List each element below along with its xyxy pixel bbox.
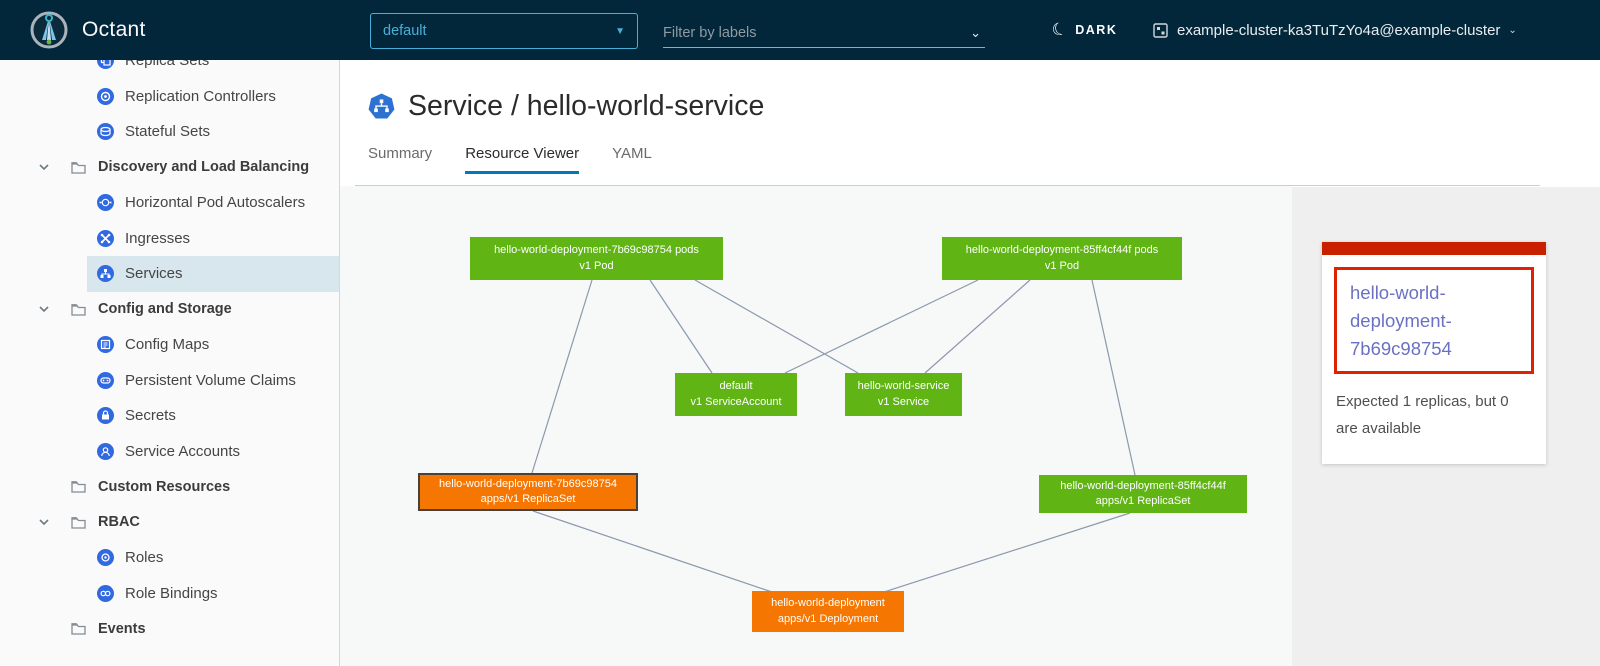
folder-icon [71,516,86,529]
replication-controllers-icon [97,87,114,105]
octant-logo-icon[interactable] [30,11,68,49]
tab-bar: Summary Resource Viewer YAML [368,145,1600,174]
sidebar-group-config-and-storage[interactable]: Config and Storage [0,292,339,328]
status-bar-danger [1322,242,1546,255]
graph-node-service-hello-world[interactable]: hello-world-service v1 Service [845,373,962,416]
cluster-context-selector[interactable]: example-cluster-ka3TuTzYo4a@example-clus… [1152,0,1517,60]
sidebar-item-services[interactable]: Services [87,256,339,292]
folder-icon [71,303,86,316]
folder-icon [71,161,86,174]
sidebar-item-stateful-sets[interactable]: Stateful Sets [87,114,339,150]
role-bindings-icon [97,584,114,602]
label-filter: ⌄ [663,18,985,48]
service-kind-icon [368,93,395,119]
tab-yaml[interactable]: YAML [612,145,652,162]
stateful-sets-icon [97,123,114,141]
resource-graph[interactable]: hello-world-deployment-7b69c98754 pods v… [340,186,1292,666]
sidebar-nav: Replica Sets Replication Controllers Sta… [0,60,340,666]
sidebar-item-service-accounts[interactable]: Service Accounts [87,434,339,470]
sidebar-group-rbac[interactable]: RBAC [0,505,339,541]
status-card: hello-world-deployment-7b69c98754 Expect… [1322,242,1546,465]
graph-node-serviceaccount-default[interactable]: default v1 ServiceAccount [675,373,797,416]
chevron-down-icon[interactable]: ⌄ [970,24,981,40]
chevron-down-icon[interactable] [36,159,52,175]
persistent-volume-claims-icon [97,371,114,389]
sidebar-group-custom-resources[interactable]: Custom Resources [0,469,339,505]
tab-summary[interactable]: Summary [368,145,433,162]
sidebar-item-persistent-volume-claims[interactable]: Persistent Volume Claims [87,363,339,399]
sidebar-item-roles[interactable]: Roles [87,540,339,576]
tab-divider [355,185,1540,186]
services-icon [97,265,114,283]
theme-toggle-button[interactable]: ☾ DARK [1049,0,1118,60]
replica-sets-icon [97,60,114,70]
service-accounts-icon [97,442,114,460]
ingresses-icon [97,229,114,247]
namespace-dropdown-value: default [383,23,427,39]
theme-toggle-label: DARK [1075,23,1118,37]
detail-panel: hello-world-deployment-7b69c98754 Expect… [1292,187,1600,666]
app-header: Octant default ▼ ⌄ ☾ DARK example-cluste… [0,0,1600,60]
graph-node-replicaset-7b69c98754[interactable]: hello-world-deployment-7b69c98754 apps/v… [418,473,638,511]
sidebar-item-replica-sets[interactable]: Replica Sets [87,60,339,79]
sidebar-item-role-bindings[interactable]: Role Bindings [87,576,339,612]
secrets-icon [97,407,114,425]
roles-icon [97,549,114,567]
chevron-down-icon: ⌄ [1508,24,1517,36]
replicaset-link[interactable]: hello-world-deployment-7b69c98754 [1350,282,1452,359]
sidebar-item-ingresses[interactable]: Ingresses [87,221,339,257]
moon-icon: ☾ [1049,18,1070,41]
graph-node-pod-85ff4cf44f[interactable]: hello-world-deployment-85ff4cf44f pods v… [942,237,1182,280]
config-maps-icon [97,336,114,354]
sidebar-item-secrets[interactable]: Secrets [87,398,339,434]
graph-node-deployment-hello-world[interactable]: hello-world-deployment apps/v1 Deploymen… [752,591,904,632]
tab-resource-viewer[interactable]: Resource Viewer [465,145,579,174]
sidebar-group-discovery-and-load-balancing[interactable]: Discovery and Load Balancing [0,150,339,186]
chevron-down-icon[interactable] [36,514,52,530]
graph-node-pod-7b69c98754[interactable]: hello-world-deployment-7b69c98754 pods v… [470,237,723,280]
chevron-down-icon[interactable] [36,301,52,317]
cluster-icon [1153,22,1168,38]
folder-icon [71,481,86,493]
sidebar-item-horizontal-pod-autoscalers[interactable]: Horizontal Pod Autoscalers [87,185,339,221]
app-title: Octant [82,18,146,41]
folder-icon [71,623,86,635]
cluster-context-label: example-cluster-ka3TuTzYo4a@example-clus… [1177,21,1501,39]
label-filter-input[interactable] [663,24,953,41]
horizontal-pod-autoscalers-icon [97,194,114,212]
graph-edges [531,279,1136,593]
caret-down-icon: ▼ [615,25,625,37]
graph-node-replicaset-85ff4cf44f[interactable]: hello-world-deployment-85ff4cf44f apps/v… [1039,475,1247,513]
page-title: Service / hello-world-service [408,90,765,122]
namespace-dropdown[interactable]: default ▼ [370,13,638,49]
sidebar-item-replication-controllers[interactable]: Replication Controllers [87,79,339,115]
main-content: Service / hello-world-service Summary Re… [340,60,1600,666]
danger-alert-box: hello-world-deployment-7b69c98754 [1334,267,1534,375]
sidebar-item-config-maps[interactable]: Config Maps [87,327,339,363]
status-message: Expected 1 replicas, but 0 are available [1336,393,1509,438]
sidebar-group-events[interactable]: Events [0,611,339,647]
